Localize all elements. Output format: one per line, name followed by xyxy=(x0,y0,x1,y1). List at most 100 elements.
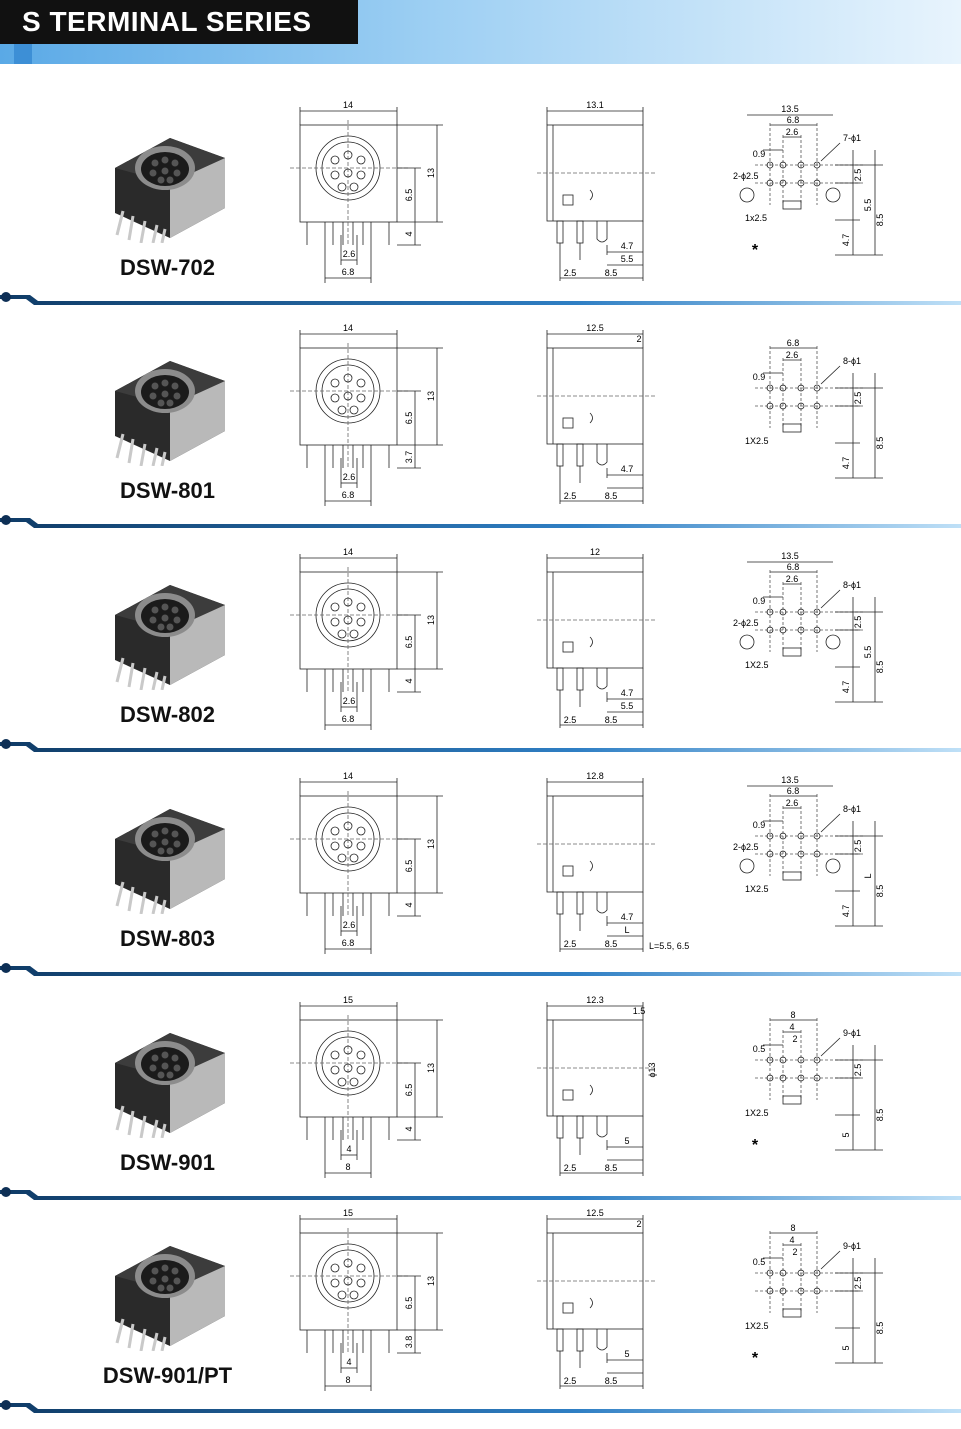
pcb-rowgap-label: 2.5 xyxy=(853,392,863,405)
dim-p1-label: 2.5 xyxy=(564,268,577,278)
pcb-edge-label: 0.9 xyxy=(753,820,766,830)
model-number: DSW-901 xyxy=(120,1150,215,1175)
front-view-drawing: 15 13 6.5 3.8 4 8 xyxy=(290,1208,443,1391)
product-row-2: DSW-801 xyxy=(0,318,961,541)
pcb-mid-label: 2 xyxy=(792,1034,797,1044)
dim-p2-label: 8.5 xyxy=(605,715,618,725)
dim-p2-label: 8.5 xyxy=(605,1376,618,1386)
pcb-slot-label: 1X2.5 xyxy=(745,884,769,894)
dim-top-label: 2 xyxy=(636,334,641,344)
dim-d1-label: 4.7 xyxy=(621,241,634,251)
dim-pin-span-label: 6.8 xyxy=(342,490,355,500)
pcb-holes-label: 9-ϕ1 xyxy=(843,1241,861,1251)
pcb-mid-label: 2 xyxy=(792,1247,797,1257)
dim-center-label: 6.5 xyxy=(404,412,414,425)
pcb-rowgap-label: 2.5 xyxy=(853,1277,863,1290)
pcb-edge-label: 0.9 xyxy=(753,596,766,606)
dim-pin-gap-label: 4 xyxy=(346,1357,351,1367)
connector-photo xyxy=(115,361,225,466)
dim-lead-label: 3.8 xyxy=(404,1336,414,1349)
row-separator xyxy=(0,963,961,976)
pcb-h1-label: 5.5 xyxy=(863,646,873,659)
product-row-3: DSW-802 xyxy=(0,542,961,765)
pcb-pitch-label: 2.6 xyxy=(786,574,799,584)
pcb-span-label: 6.8 xyxy=(787,338,800,348)
front-view-drawing: 14 13 6.5 4 2.6 6.8 xyxy=(290,100,443,283)
pcb-bigholes-label: 2-ϕ2.5 xyxy=(733,842,759,852)
dim-diameter-label: ϕ13 xyxy=(647,1062,657,1077)
front-view-drawing: 14 13 6.5 4 2.6 6.8 xyxy=(290,547,443,730)
dim-depth-label: 12.3 xyxy=(586,995,604,1005)
pcb-h2-label: 4.7 xyxy=(841,681,851,694)
pcb-layout-drawing: 8 4 2 0.5 9-ϕ1 1X2.5 2.5 8.5 5 * xyxy=(745,1223,885,1367)
row-separator xyxy=(0,739,961,752)
pcb-total-height-label: 8.5 xyxy=(875,437,885,450)
dim-p1-label: 2.5 xyxy=(564,1376,577,1386)
pcb-h2-label: 5 xyxy=(841,1132,851,1137)
pcb-width-label: 13.5 xyxy=(781,551,799,561)
front-view-drawing: 14 13 6.5 3.7 2.6 6.8 xyxy=(290,323,443,506)
model-number: DSW-901/PT xyxy=(102,1363,233,1388)
dim-height-label: 13 xyxy=(426,839,436,849)
page-title: S TERMINAL SERIES xyxy=(0,0,358,44)
pcb-layout-drawing: 13.5 6.8 2.6 0.9 8-ϕ1 2-ϕ2.5 1X2.5 2.5 8… xyxy=(733,551,885,703)
pcb-pitch-label: 4 xyxy=(789,1235,794,1245)
pcb-mark-label: * xyxy=(752,1350,759,1367)
dim-pin-span-label: 6.8 xyxy=(342,938,355,948)
dim-depth-label: 13.1 xyxy=(586,100,604,110)
pcb-width-label: 13.5 xyxy=(781,104,799,114)
pcb-span-label: 8 xyxy=(790,1223,795,1233)
pcb-bigholes-label: 2-ϕ2.5 xyxy=(733,171,759,181)
pcb-layout-drawing: 13.5 6.8 2.6 0.9 8-ϕ1 2-ϕ2.5 1X2.5 2.5 8… xyxy=(733,775,885,927)
dim-height-label: 13 xyxy=(426,391,436,401)
pcb-mark-label: * xyxy=(752,1137,759,1154)
dim-d1-label: 5 xyxy=(624,1136,629,1146)
dim-d1-label: 4.7 xyxy=(621,912,634,922)
pcb-pitch-label: 4 xyxy=(789,1022,794,1032)
dim-top-label: 2 xyxy=(636,1219,641,1229)
dim-width-label: 15 xyxy=(343,995,353,1005)
pcb-total-height-label: 8.5 xyxy=(875,1109,885,1122)
product-row-4: DSW-803 xyxy=(0,766,961,989)
pcb-span-label: 6.8 xyxy=(787,562,800,572)
front-view-drawing: 14 13 6.5 4 2.6 6.8 xyxy=(290,771,443,954)
connector-photo xyxy=(115,138,225,243)
pcb-edge-label: 0.9 xyxy=(753,372,766,382)
pcb-holes-label: 9-ϕ1 xyxy=(843,1028,861,1038)
dim-d1-label: 5 xyxy=(624,1349,629,1359)
front-view-drawing: 15 13 6.5 4 4 8 xyxy=(290,995,443,1178)
dim-p2-label: 8.5 xyxy=(605,268,618,278)
dim-center-label: 6.5 xyxy=(404,189,414,202)
pcb-h2-label: 4.7 xyxy=(841,234,851,247)
side-view-drawing: 12.5 2 5 2.5 8.5 xyxy=(537,1208,655,1389)
dim-p2-label: 8.5 xyxy=(605,491,618,501)
connector-photo xyxy=(115,809,225,914)
dim-pin-gap-label: 2.6 xyxy=(343,696,356,706)
pcb-edge-label: 0.9 xyxy=(753,149,766,159)
dim-height-label: 13 xyxy=(426,615,436,625)
dim-center-label: 6.5 xyxy=(404,1297,414,1310)
dim-d1-label: 4.7 xyxy=(621,464,634,474)
side-view-drawing: 12.3 1.5 ϕ13 5 2.5 8.5 xyxy=(537,995,657,1176)
dim-pin-gap-label: 2.6 xyxy=(343,920,356,930)
pcb-holes-label: 7-ϕ1 xyxy=(843,133,861,143)
dim-width-label: 14 xyxy=(343,100,353,110)
row-separator xyxy=(0,1400,961,1413)
dim-height-label: 13 xyxy=(426,1276,436,1286)
connector-photo xyxy=(115,585,225,690)
pcb-pitch-label: 2.6 xyxy=(786,350,799,360)
dim-pin-gap-label: 2.6 xyxy=(343,472,356,482)
dim-p1-label: 2.5 xyxy=(564,715,577,725)
dim-width-label: 14 xyxy=(343,771,353,781)
dim-pin-gap-label: 2.6 xyxy=(343,249,356,259)
dim-height-label: 13 xyxy=(426,168,436,178)
pcb-rowgap-label: 2.5 xyxy=(853,616,863,629)
pcb-total-height-label: 8.5 xyxy=(875,1322,885,1335)
row-separator xyxy=(0,292,961,305)
pcb-holes-label: 8-ϕ1 xyxy=(843,580,861,590)
pcb-total-height-label: 8.5 xyxy=(875,661,885,674)
pcb-width-label: 13.5 xyxy=(781,775,799,785)
dim-lead-label: 4 xyxy=(404,1126,414,1131)
dim-height-label: 13 xyxy=(426,1063,436,1073)
model-number: DSW-702 xyxy=(120,255,215,280)
